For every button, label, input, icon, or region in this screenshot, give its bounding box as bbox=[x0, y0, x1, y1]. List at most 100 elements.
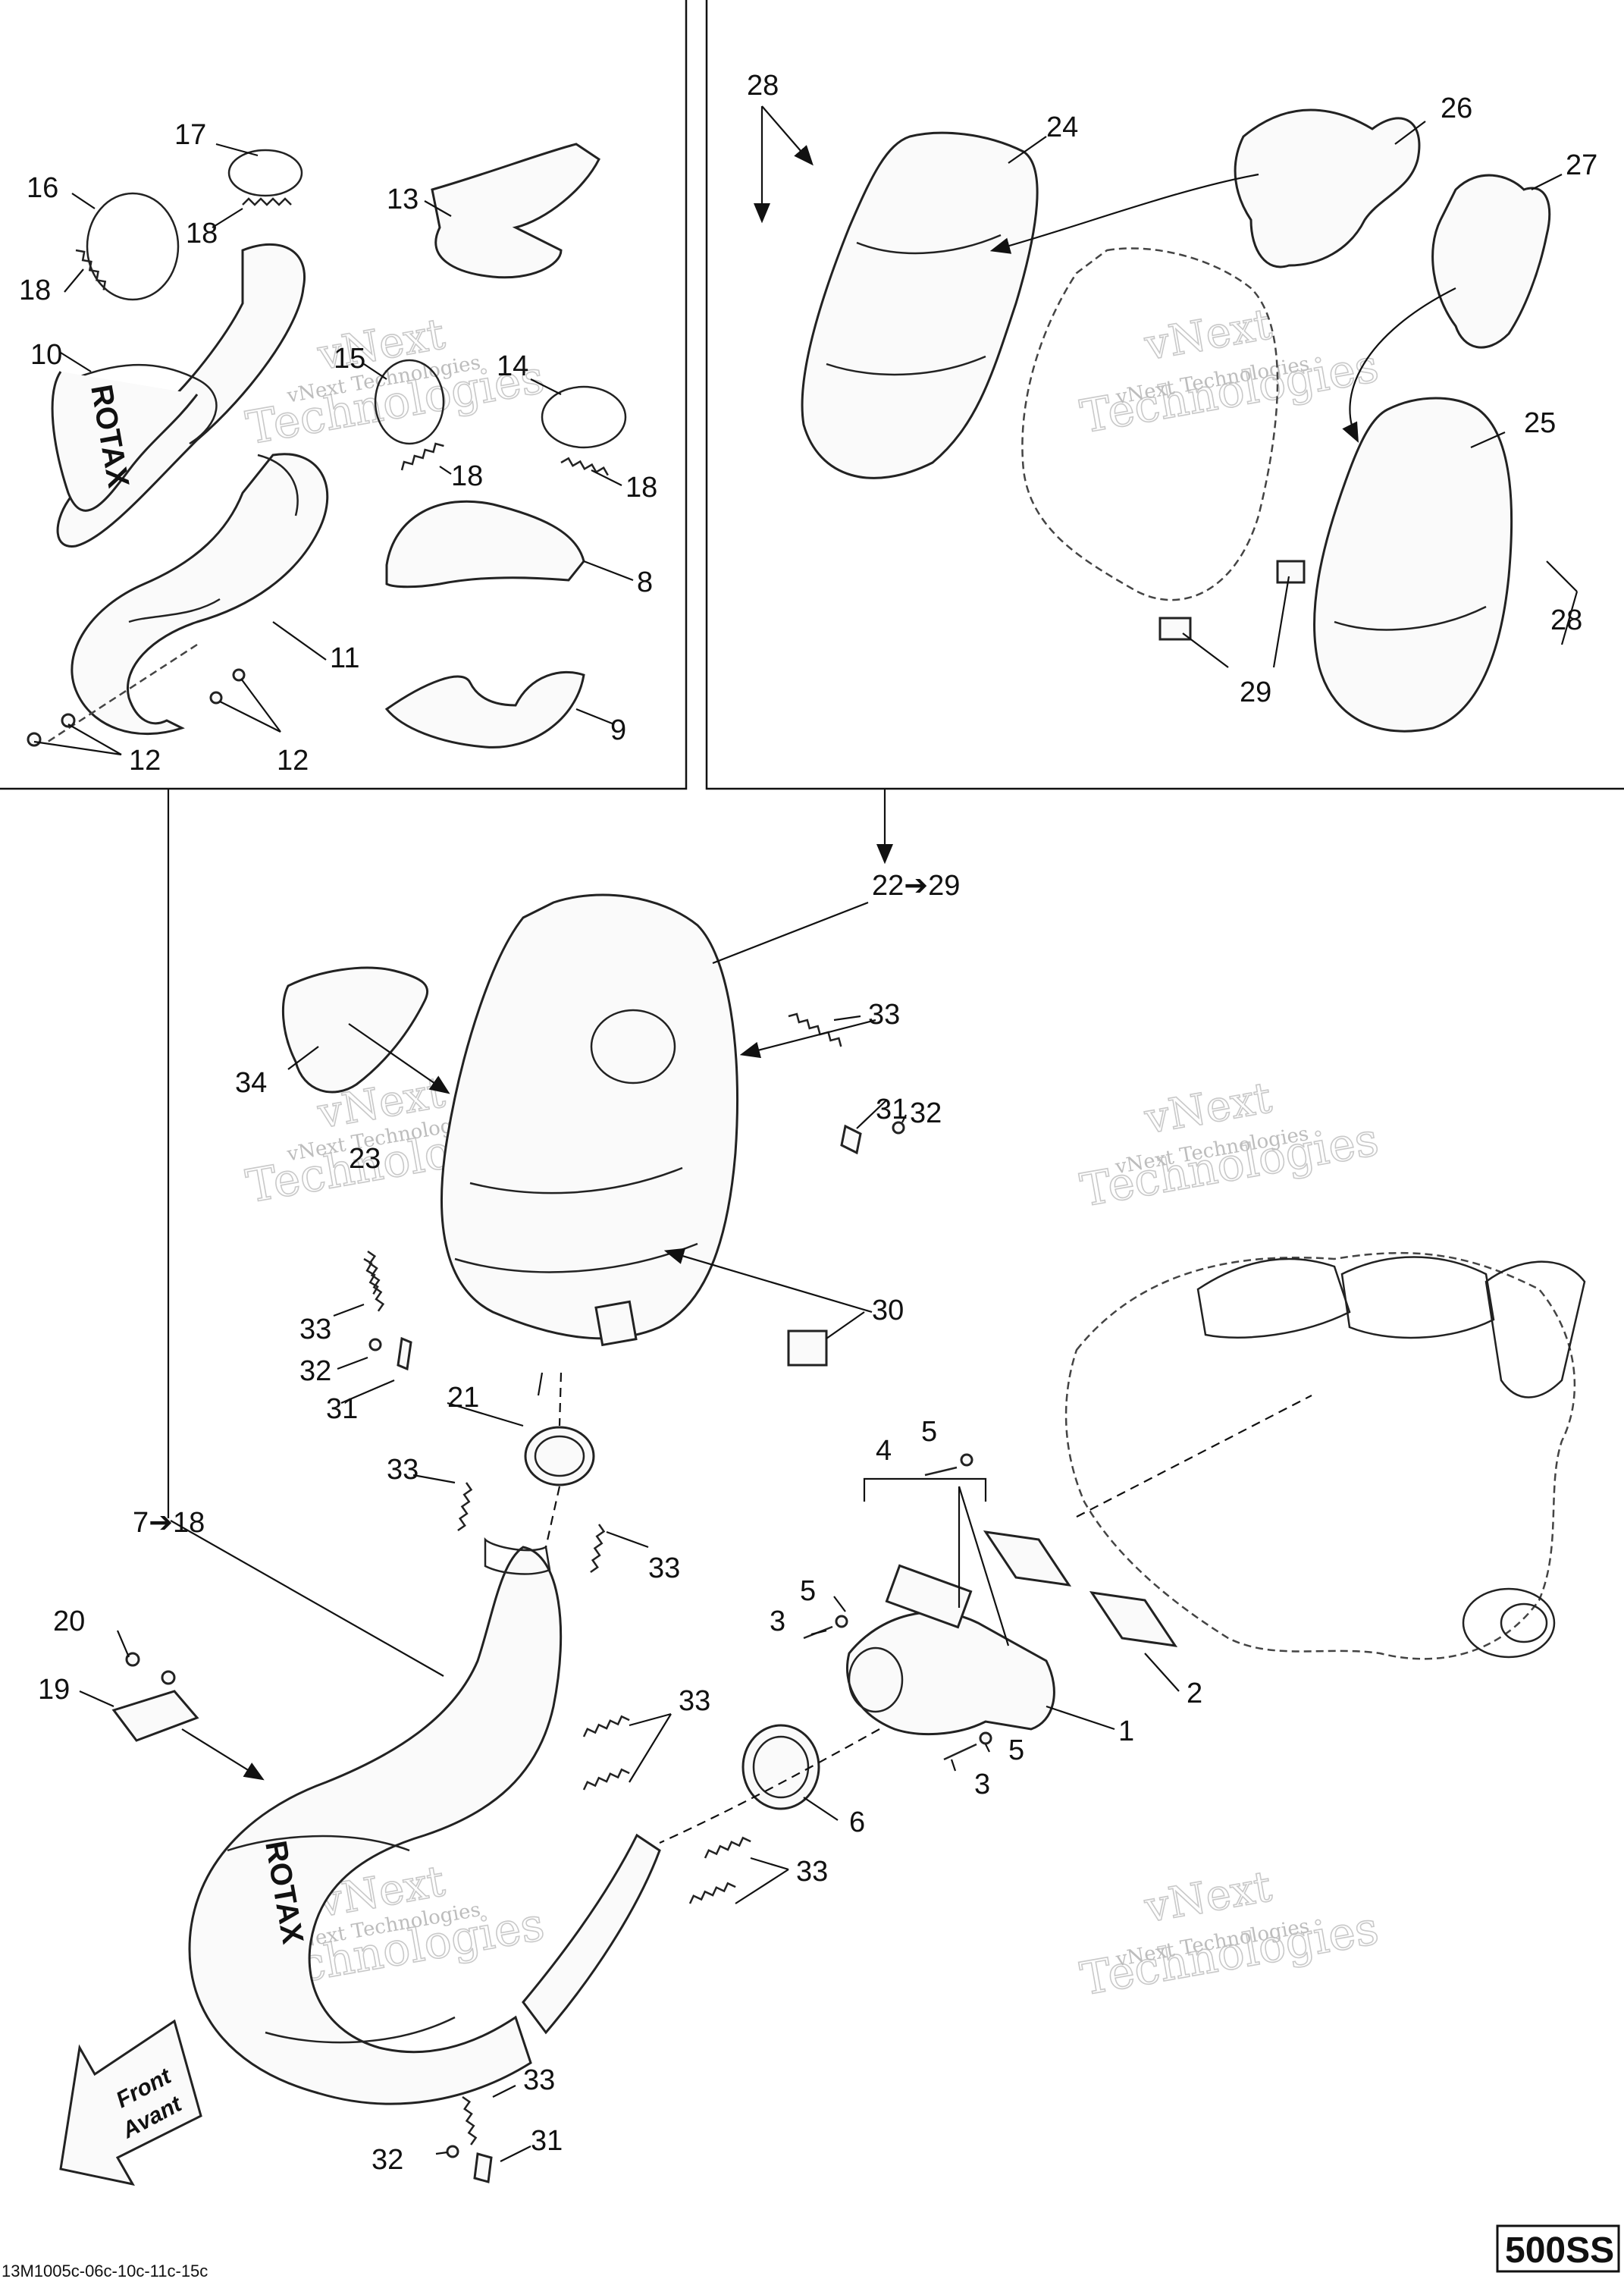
spring-18-b bbox=[242, 197, 292, 206]
pipe-section-10: ROTAX bbox=[51, 243, 306, 548]
gasket-2-a bbox=[983, 1530, 1072, 1587]
callout-34: 34 bbox=[235, 1067, 267, 1099]
callout-32-b: 32 bbox=[299, 1355, 331, 1387]
nut-32-a bbox=[892, 1121, 905, 1135]
callout-1: 1 bbox=[1118, 1715, 1134, 1747]
watermark-6: vNext Technologies vNext Technologies bbox=[1076, 1861, 1383, 2007]
shield-9 bbox=[384, 670, 585, 749]
callout-26: 26 bbox=[1441, 93, 1472, 124]
callout-3-a: 3 bbox=[770, 1606, 785, 1637]
callout-18-d: 18 bbox=[625, 472, 657, 504]
callout-5-c: 5 bbox=[1008, 1734, 1024, 1766]
callout-22-29: 22➔29 bbox=[872, 870, 960, 902]
heat-shield-34 bbox=[282, 966, 429, 1094]
callout-7-18: 7➔18 bbox=[133, 1507, 205, 1539]
washer-5-c bbox=[979, 1731, 992, 1745]
screw-20-b bbox=[161, 1670, 176, 1685]
callout-31-b: 31 bbox=[326, 1393, 358, 1425]
nut-32-b bbox=[368, 1338, 382, 1351]
callout-11: 11 bbox=[330, 642, 359, 674]
callout-13: 13 bbox=[387, 184, 419, 215]
muffler-shell-24 bbox=[801, 131, 1039, 479]
washer-5-a bbox=[960, 1453, 973, 1467]
clip-29-b bbox=[1276, 560, 1306, 584]
callout-5-a: 5 bbox=[921, 1416, 937, 1448]
spring-33-d bbox=[590, 1524, 606, 1574]
clip-31-c bbox=[473, 2152, 493, 2183]
spring-33-b bbox=[367, 1250, 385, 1312]
clip-31-a bbox=[840, 1124, 862, 1155]
callout-33-g: 33 bbox=[523, 2064, 555, 2096]
callout-10: 10 bbox=[30, 339, 62, 371]
front-direction-arrow: Front Avant bbox=[59, 2019, 202, 2186]
callout-33-d: 33 bbox=[648, 1552, 680, 1584]
callout-17: 17 bbox=[174, 119, 206, 151]
callout-32-a: 32 bbox=[910, 1097, 942, 1129]
callout-8: 8 bbox=[637, 567, 653, 598]
clip-31-b bbox=[397, 1336, 412, 1371]
spring-33-a bbox=[788, 1012, 842, 1047]
tuned-pipe-assembly: ROTAX bbox=[188, 1537, 661, 2105]
spring-33-f bbox=[582, 1768, 630, 1791]
callout-18-a: 18 bbox=[186, 218, 218, 250]
callout-15: 15 bbox=[334, 343, 365, 375]
gasket-2-b bbox=[1089, 1591, 1178, 1647]
bracket-30 bbox=[787, 1329, 828, 1367]
callout-31-a: 31 bbox=[876, 1094, 908, 1125]
callout-3-b: 3 bbox=[974, 1769, 990, 1800]
stud-12-c bbox=[209, 691, 223, 705]
screw-20-a bbox=[125, 1652, 140, 1667]
callout-9: 9 bbox=[610, 714, 626, 746]
callout-31-c: 31 bbox=[531, 2125, 563, 2157]
callout-33-e: 33 bbox=[679, 1685, 710, 1717]
inset-frame-left bbox=[0, 0, 688, 790]
callout-14: 14 bbox=[497, 350, 528, 382]
callout-12-b: 12 bbox=[277, 745, 309, 777]
callout-16: 16 bbox=[27, 172, 58, 204]
inset-frame-right bbox=[705, 0, 1624, 790]
spring-18-d bbox=[560, 457, 609, 476]
drawing-code: 13M1005c-06c-10c-11c-15c bbox=[2, 2262, 208, 2280]
callout-18-c: 18 bbox=[451, 460, 483, 492]
spring-33-g bbox=[704, 1836, 751, 1859]
callout-20: 20 bbox=[53, 1606, 85, 1637]
callout-4: 4 bbox=[876, 1435, 892, 1467]
muffler-shell-25 bbox=[1313, 397, 1513, 733]
watermark-4: vNext Technologies vNext Technologies bbox=[1076, 1072, 1383, 1218]
bolt-4 bbox=[924, 1466, 958, 1477]
spring-18-c bbox=[400, 442, 444, 471]
stud-12-b bbox=[61, 713, 76, 728]
ring-15 bbox=[374, 359, 445, 445]
heat-shield-27 bbox=[1431, 174, 1551, 349]
callout-23: 23 bbox=[349, 1143, 381, 1175]
callout-24: 24 bbox=[1046, 111, 1078, 143]
model-badge: 500SS bbox=[1496, 2224, 1620, 2273]
callout-33-f: 33 bbox=[796, 1856, 828, 1888]
nut-32-c bbox=[446, 2145, 459, 2158]
callout-32-c: 32 bbox=[372, 2144, 403, 2176]
spring-33-c bbox=[457, 1482, 473, 1532]
engine-block bbox=[1064, 1251, 1586, 1660]
clamp-8 bbox=[385, 500, 585, 589]
callout-27: 27 bbox=[1566, 149, 1597, 181]
muffler-ghost bbox=[1021, 247, 1279, 601]
watermark-2: vNext Technologies vNext Technologies bbox=[1076, 299, 1383, 444]
spring-18-a bbox=[75, 249, 107, 290]
callout-28-a: 28 bbox=[747, 70, 779, 102]
callout-29: 29 bbox=[1240, 676, 1271, 708]
spring-33-h bbox=[688, 1882, 736, 1904]
callout-19: 19 bbox=[38, 1674, 70, 1706]
svg-text:500SS: 500SS bbox=[1505, 2230, 1614, 2271]
callout-21: 21 bbox=[447, 1382, 479, 1414]
callout-12-a: 12 bbox=[129, 745, 161, 777]
callout-18-b: 18 bbox=[19, 275, 51, 306]
heat-shield-13 bbox=[431, 143, 600, 279]
muffler-assembly-22 bbox=[440, 893, 739, 1347]
callout-25: 25 bbox=[1524, 407, 1556, 439]
callout-30: 30 bbox=[872, 1295, 904, 1326]
heat-shield-26 bbox=[1234, 108, 1421, 268]
leader-lines bbox=[33, 105, 1579, 2162]
callout-6: 6 bbox=[849, 1806, 865, 1838]
callout-2: 2 bbox=[1187, 1678, 1202, 1709]
